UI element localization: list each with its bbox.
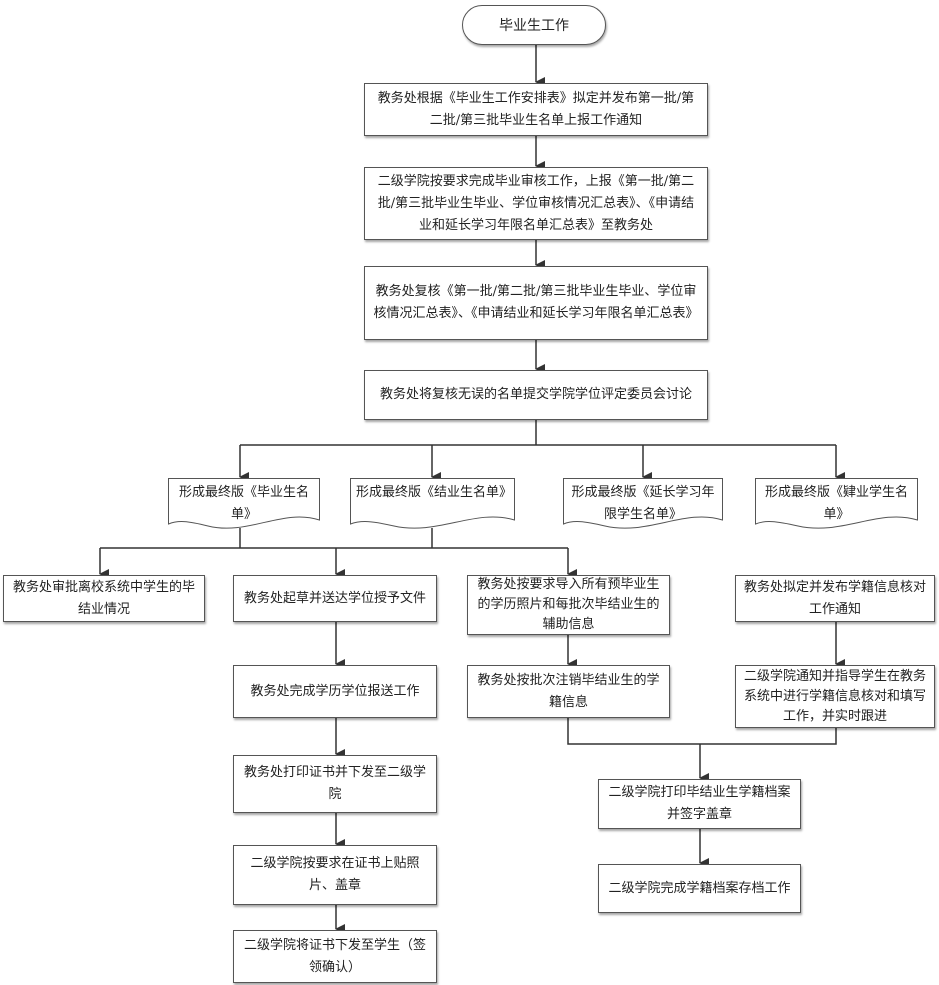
step-cancel-status: 教务处按批次注销毕结业生的学籍信息 — [467, 665, 670, 718]
document-shape — [755, 478, 918, 529]
step-text: 教务处起草并送达学位授予文件 — [243, 590, 426, 606]
start-terminator: 毕业生工作 — [462, 5, 606, 45]
document-shape — [168, 478, 320, 529]
document-completion-list: 形成最终版《结业生名单》 — [350, 478, 515, 532]
step-distribute-certificates: 二级学院将证书下发至学生（签领确认） — [233, 930, 437, 983]
document-shape — [350, 478, 515, 529]
step-text: 教务处根据《毕业生工作安排表》拟定并发布第一批/第二批/第三批毕业生名单上报工作… — [377, 90, 695, 128]
step-college-review: 二级学院按要求完成毕业审核工作，上报《第一批/第二批/第三批毕业生毕业、学位审核… — [364, 167, 708, 240]
step-attach-photos: 二级学院按要求在证书上贴照片、盖章 — [233, 845, 437, 905]
document-text: 形成最终版《肄业学生名单》 — [764, 485, 908, 522]
step-publish-notice: 教务处根据《毕业生工作安排表》拟定并发布第一批/第二批/第三批毕业生名单上报工作… — [364, 83, 708, 136]
step-submit-committee: 教务处将复核无误的名单提交学院学位评定委员会讨论 — [364, 370, 708, 420]
document-extended-list: 形成最终版《延长学习年限学生名单》 — [563, 478, 723, 532]
step-text: 教务处打印证书并下发至二级学院 — [243, 765, 426, 802]
step-text: 二级学院将证书下发至学生（签领确认） — [243, 937, 426, 975]
step-text: 教务处复核《第一批/第二批/第三批毕业生毕业、学位审核情况汇总表》、《申请结业和… — [373, 284, 699, 321]
step-text: 教务处按要求导入所有预毕业生的学历照片和每批次毕结业生的辅助信息 — [477, 577, 660, 632]
step-text: 二级学院按要求在证书上贴照片、盖章 — [250, 856, 420, 893]
step-student-verify: 二级学院通知并指导学生在教务系统中进行学籍信息核对和填写工作，并实时跟进 — [735, 665, 935, 728]
document-text: 形成最终版《延长学习年限学生名单》 — [571, 485, 715, 522]
document-text: 形成最终版《毕业生名单》 — [178, 485, 309, 522]
document-dropout-list: 形成最终版《肄业学生名单》 — [755, 478, 918, 532]
step-text: 教务处按批次注销毕结业生的学籍信息 — [477, 672, 660, 710]
document-shape — [563, 478, 723, 529]
step-text: 教务处审批离校系统中学生的毕结业情况 — [12, 579, 195, 617]
document-graduate-list: 形成最终版《毕业生名单》 — [168, 478, 320, 532]
step-text: 二级学院按要求完成毕业审核工作，上报《第一批/第二批/第三批毕业生毕业、学位审核… — [377, 173, 695, 233]
step-verify-notice: 教务处拟定并发布学籍信息核对工作通知 — [735, 575, 935, 622]
step-report-degree: 教务处完成学历学位报送工作 — [233, 665, 437, 718]
step-recheck: 教务处复核《第一批/第二批/第三批毕业生毕业、学位审核情况汇总表》、《申请结业和… — [364, 266, 708, 340]
step-import-photos: 教务处按要求导入所有预毕业生的学历照片和每批次毕结业生的辅助信息 — [467, 575, 670, 635]
step-print-certificates: 教务处打印证书并下发至二级学院 — [233, 755, 437, 813]
step-text: 教务处拟定并发布学籍信息核对工作通知 — [744, 579, 927, 617]
step-text: 二级学院通知并指导学生在教务系统中进行学籍信息核对和填写工作，并实时跟进 — [744, 668, 927, 724]
step-print-archive: 二级学院打印毕结业生学籍档案并签字盖章 — [598, 779, 801, 829]
document-text: 形成最终版《结业生名单》 — [356, 485, 513, 500]
step-text: 教务处完成学历学位报送工作 — [250, 683, 420, 699]
step-text: 二级学院打印毕结业生学籍档案并签字盖章 — [608, 785, 791, 822]
start-label: 毕业生工作 — [499, 18, 569, 34]
step-degree-document: 教务处起草并送达学位授予文件 — [233, 575, 437, 622]
merge-line — [567, 718, 837, 745]
step-approve-leaving: 教务处审批离校系统中学生的毕结业情况 — [3, 575, 205, 622]
step-text: 教务处将复核无误的名单提交学院学位评定委员会讨论 — [379, 387, 692, 402]
step-archive-complete: 二级学院完成学籍档案存档工作 — [598, 864, 801, 913]
step-text: 二级学院完成学籍档案存档工作 — [608, 880, 791, 896]
